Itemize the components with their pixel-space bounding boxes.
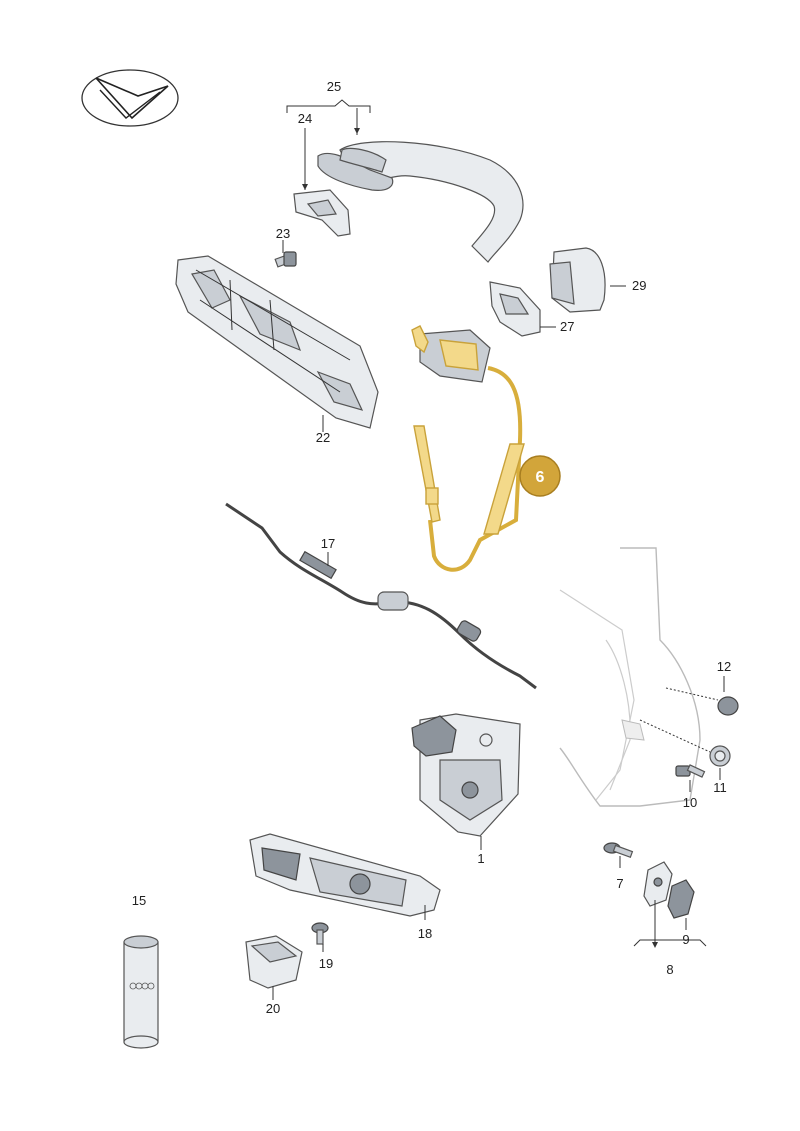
gasket-24 [293,189,351,237]
callout-10: 10 [683,795,697,810]
callout-18: 18 [418,926,432,941]
bowden-cable-6[interactable] [411,325,525,572]
callout-6: 6 [536,469,545,486]
callout-12: 12 [717,659,731,674]
plug-12 [717,696,739,716]
callout-8: 8 [666,962,673,977]
screw-7 [603,842,634,859]
callout-1: 1 [477,851,484,866]
callout-17: 17 [321,536,335,551]
callout-19: 19 [319,956,333,971]
outer-door-handle-25[interactable] [317,141,524,263]
callout-15: 15 [132,893,146,908]
callout-27: 27 [560,319,574,334]
gasket-27 [489,281,541,337]
callout-29: 29 [632,278,646,293]
callout-7: 7 [616,876,623,891]
gasket-9 [667,879,695,919]
bolt-10 [675,764,706,778]
grease-can-15 [123,935,159,1049]
callout-22: 22 [316,430,330,445]
cap-29 [549,247,606,313]
cover-20 [245,935,303,989]
bracket-25 [286,99,371,135]
callout-23: 23 [276,226,290,241]
callout-24: 24 [298,111,312,126]
screw-23 [274,251,297,268]
callout-11: 11 [713,780,727,795]
door-lock-1[interactable] [411,713,521,837]
door-frame-section [559,547,719,807]
striker-plate-8 [643,861,673,907]
release-cable-17 [225,502,537,690]
screw-19 [311,922,329,945]
callout-9: 9 [682,932,689,947]
plug-11 [709,745,731,767]
callout-25: 25 [327,79,341,94]
callout-6-badge[interactable]: 6 [519,455,561,497]
checkmark-logo-icon [81,69,179,127]
callout-20: 20 [266,1001,280,1016]
handle-carrier-22 [175,255,379,429]
interior-door-handle-18[interactable] [249,833,441,917]
